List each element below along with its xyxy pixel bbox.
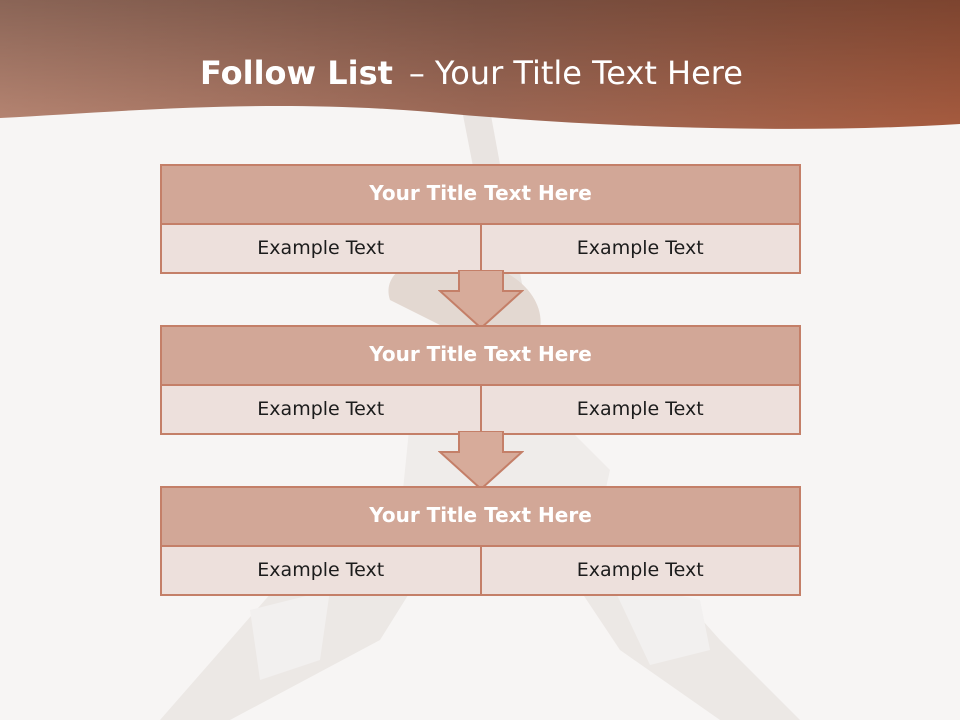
flow-box-row: Example Text Example Text	[162, 547, 799, 594]
flow-box-title: Your Title Text Here	[162, 488, 799, 547]
flow-box-left-text: Example Text	[162, 547, 480, 594]
slide-title-separator: –	[408, 54, 425, 92]
flow-box-title: Your Title Text Here	[162, 166, 799, 225]
flow-box-left-text: Example Text	[162, 225, 480, 272]
flow-box-row: Example Text Example Text	[162, 386, 799, 433]
flow-box-row: Example Text Example Text	[162, 225, 799, 272]
flow-box-2: Your Title Text Here Example Text Exampl…	[160, 325, 801, 435]
flow-box-right-text: Example Text	[479, 386, 799, 433]
flow-box-left-text: Example Text	[162, 386, 480, 433]
flow-box-right-text: Example Text	[479, 547, 799, 594]
header-band	[0, 0, 960, 129]
down-arrow-icon	[438, 270, 524, 330]
slide-title-bold: Follow List	[200, 54, 393, 92]
down-arrow-icon	[438, 431, 524, 491]
flow-box-right-text: Example Text	[479, 225, 799, 272]
flow-box-title: Your Title Text Here	[162, 327, 799, 386]
flow-box-3: Your Title Text Here Example Text Exampl…	[160, 486, 801, 596]
flow-box-1: Your Title Text Here Example Text Exampl…	[160, 164, 801, 274]
slide-title: Follow List–Your Title Text Here	[0, 54, 943, 92]
slide-title-rest: Your Title Text Here	[434, 54, 743, 92]
